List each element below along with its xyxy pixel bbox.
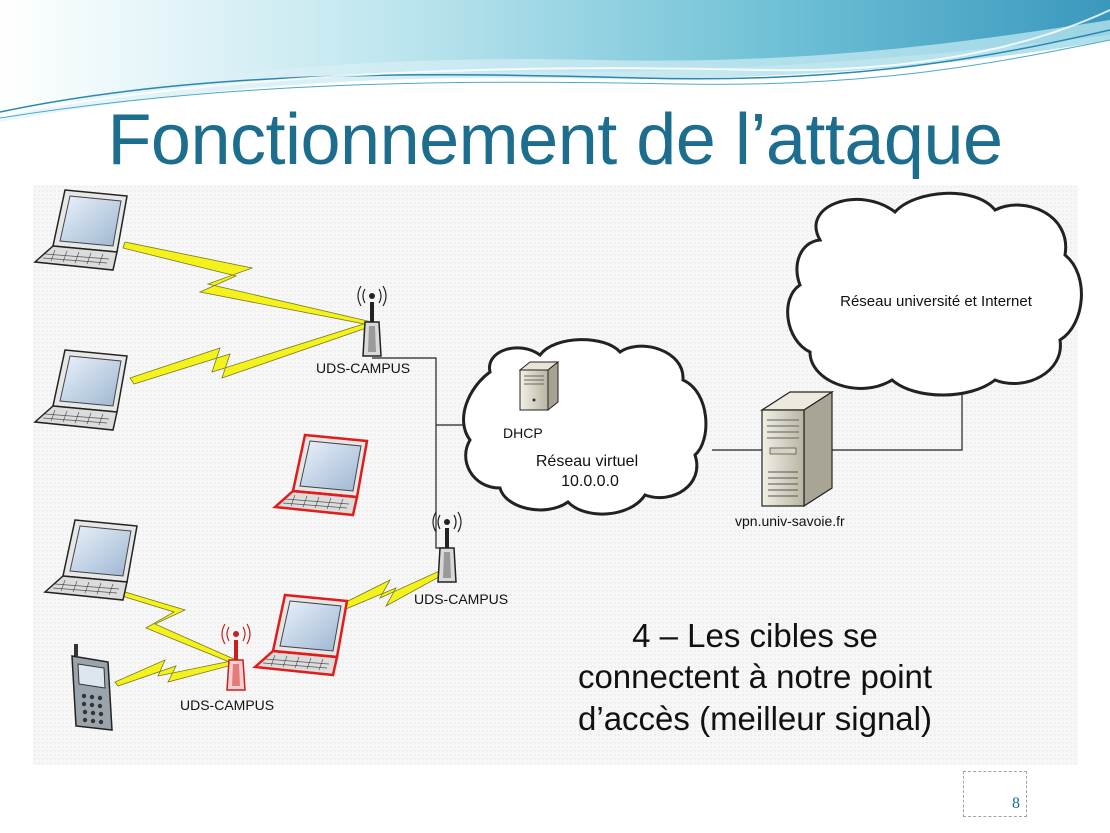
slide-title: Fonctionnement de l’attaque	[107, 100, 1003, 180]
header-waves	[0, 0, 1110, 122]
laptop-icon	[34, 349, 128, 431]
dhcp-server-icon	[518, 360, 560, 412]
attacker-laptop-icon	[252, 593, 349, 677]
virtual-network-cloud: Réseau virtuel 10.0.0.0	[462, 338, 708, 516]
lightning-bolt	[121, 591, 237, 664]
virtual-network-address: 10.0.0.0	[561, 473, 619, 490]
vpn-server-label: vpn.univ-savoie.fr	[735, 513, 845, 529]
caption-line: 4 – Les cibles se	[632, 617, 878, 654]
lightning-bolt	[114, 659, 237, 687]
internet-cloud: Réseau université et Internet	[786, 191, 1083, 397]
dhcp-label: DHCP	[503, 425, 543, 441]
virtual-network-label: Réseau virtuel	[536, 453, 638, 470]
access-point-mid-label: UDS-CAMPUS	[414, 591, 508, 607]
laptop-icon	[44, 519, 138, 601]
vpn-server-icon	[759, 390, 835, 508]
caption-line: d’accès (meilleur signal)	[578, 699, 932, 737]
rogue-access-point-label: UDS-CAMPUS	[180, 697, 274, 713]
internet-cloud-label: Réseau université et Internet	[840, 293, 1033, 310]
page-number-box: 8	[963, 771, 1027, 817]
caption-line: connectent à notre point	[577, 658, 933, 696]
attacker-laptop-icon	[272, 433, 369, 517]
access-point-mid-icon	[432, 511, 462, 583]
rogue-access-point-icon	[221, 623, 251, 691]
access-point-top-label: UDS-CAMPUS	[316, 360, 410, 376]
step-caption: 4 – Les cibles se connectent à notre poi…	[500, 615, 1010, 739]
laptop-icon	[34, 189, 128, 271]
mobile-phone-icon	[71, 644, 113, 731]
lightning-bolt	[122, 241, 373, 326]
page-number: 8	[1012, 795, 1020, 812]
